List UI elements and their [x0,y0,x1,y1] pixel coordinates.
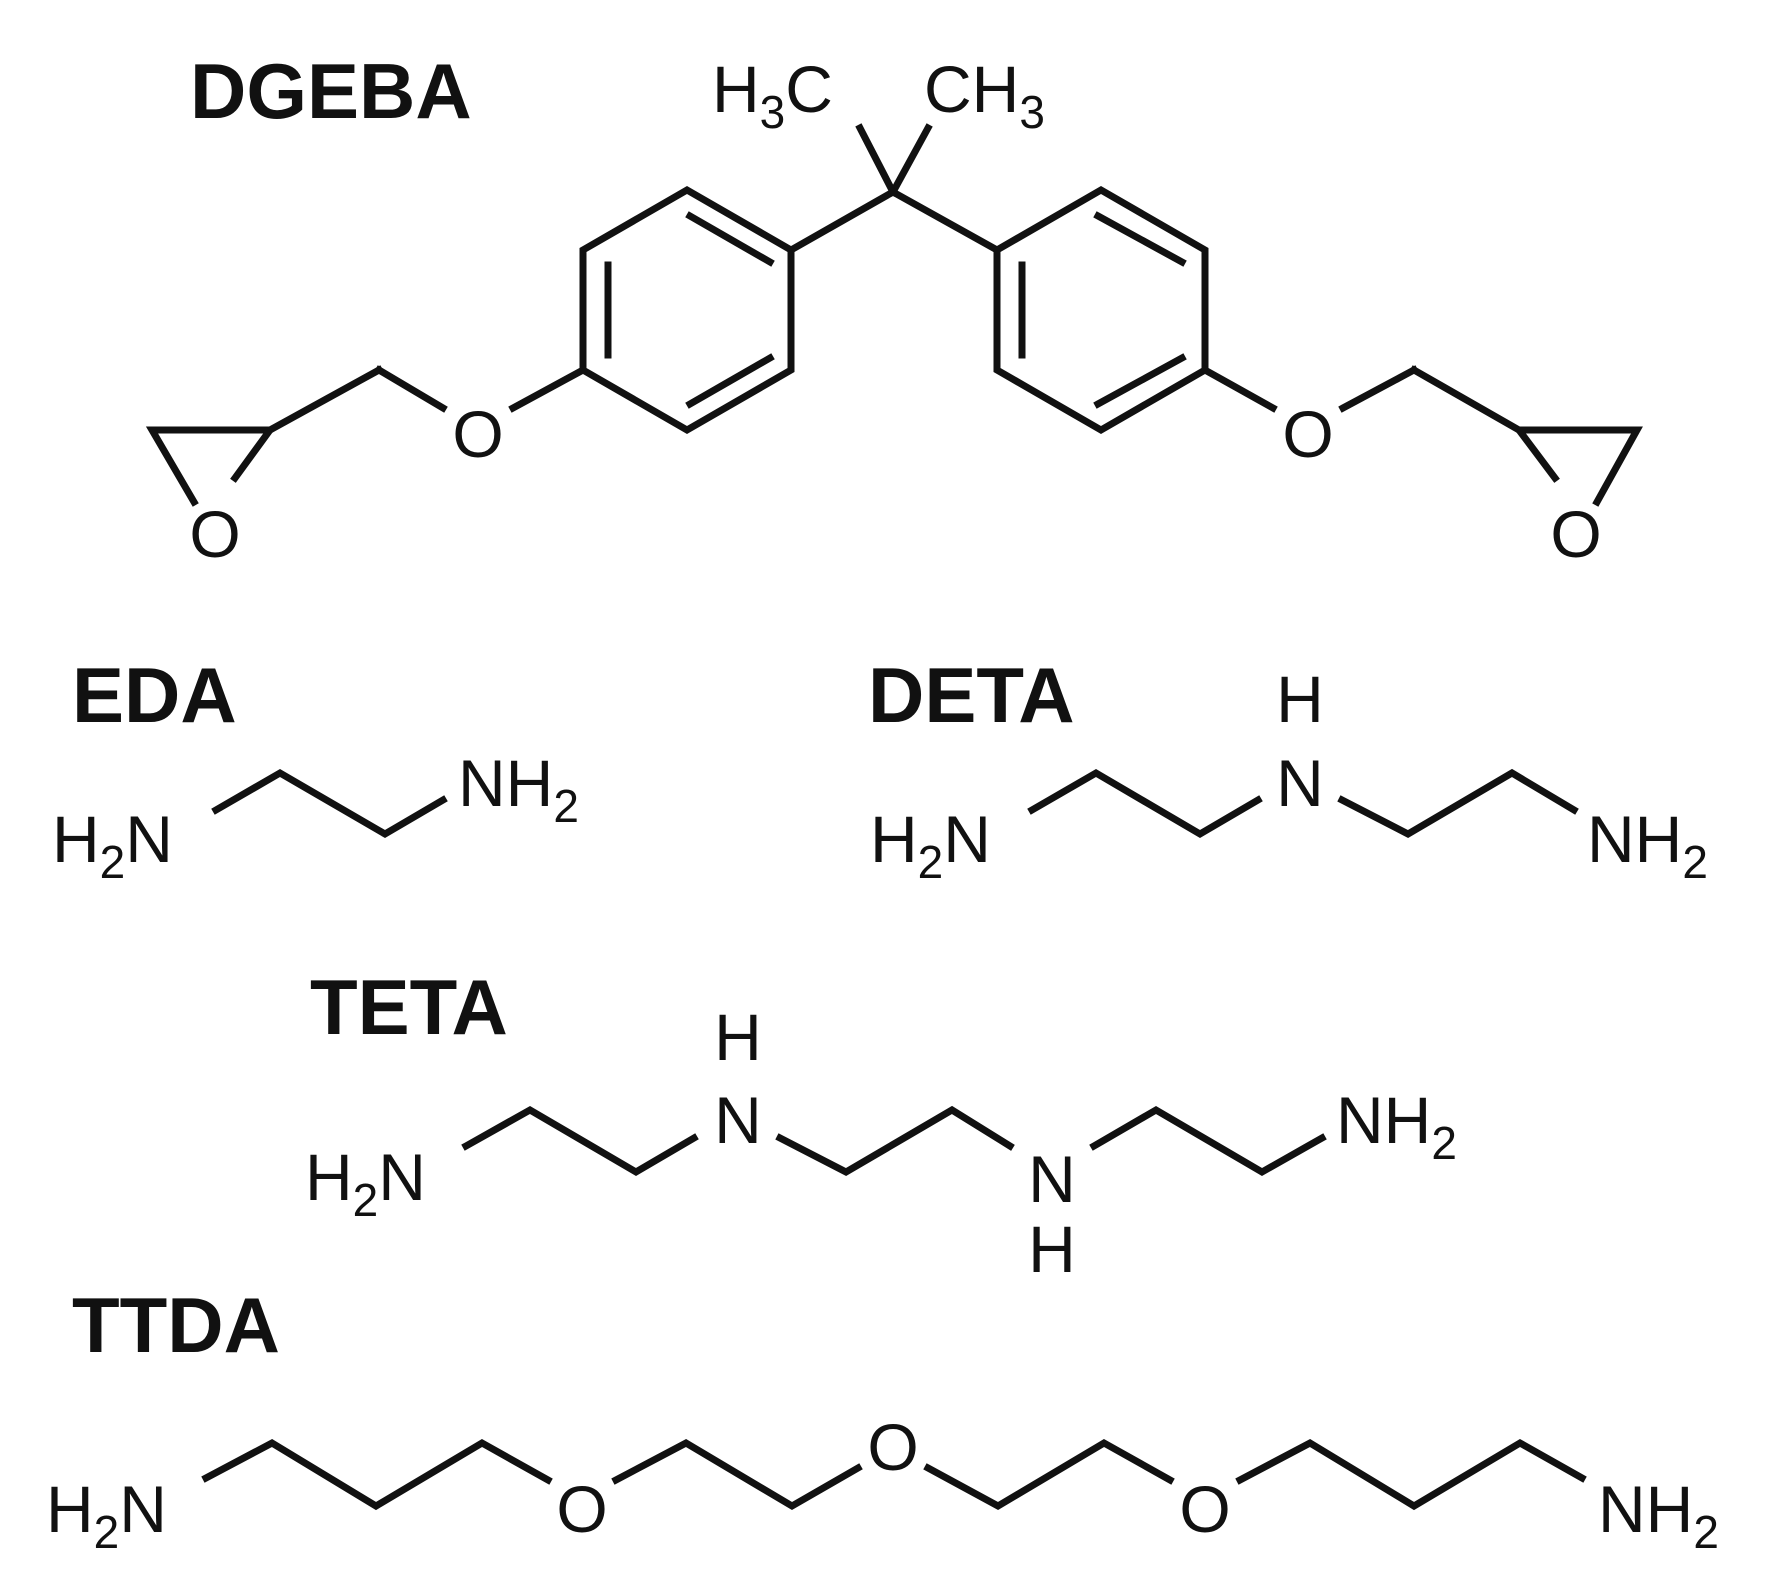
dgeba-bond-oxygen-ch2-left [374,365,448,413]
dgeba-bond-oxygen-ch2-right [1338,365,1419,413]
dgeba-bond-ring-left [786,187,898,255]
dgeba-benzene-right-double-3 [1093,353,1187,409]
ttda-oxygen-2: O [867,1410,918,1484]
deta-carbon-chain-right [1337,768,1579,838]
ttda-propyl-chain-left [201,1438,553,1511]
teta-nh2-hydrogen: H [1028,1212,1076,1286]
ttda-nh2-label: NH2 [1598,1472,1719,1558]
deta-nh2-label: NH2 [1587,802,1708,888]
dgeba-bond-ring-oxygen-right [1200,365,1278,413]
teta-carbon-chain-1 [461,1105,699,1177]
ttda-structure: TTDA H2N O O O NH2 [46,1281,1719,1558]
teta-structure: TETA H2N H N N H NH2 [305,963,1457,1286]
dgeba-h3c-label: H3C [712,52,833,138]
teta-title: TETA [310,963,508,1051]
eda-nh2-label: NH2 [458,746,579,832]
teta-h2n-label: H2N [305,1140,426,1226]
dgeba-benzene-left-double-1 [685,211,775,267]
deta-title: DETA [868,651,1075,739]
dgeba-epoxide-oxygen-left: O [189,497,240,571]
dgeba-bond-ring-oxygen-left [508,365,588,413]
ttda-propyl-chain-right [1235,1438,1587,1511]
dgeba-epoxide-oxygen-right: O [1550,497,1601,571]
dgeba-bond-methyl-right [888,123,933,197]
ttda-ethylene-2 [923,1438,1175,1511]
dgeba-title: DGEBA [190,47,472,135]
dgeba-bond-ch2-epoxide-right [1409,365,1524,435]
dgeba-ether-oxygen-right: O [1282,397,1333,471]
dgeba-benzene-right [993,185,1209,435]
dgeba-benzene-left-double-3 [685,353,775,409]
teta-nh1-nitrogen: N [714,1083,762,1157]
deta-nh-hydrogen: H [1276,662,1324,736]
teta-nh2-nitrogen: N [1028,1142,1076,1216]
eda-h2n-label: H2N [52,802,173,888]
dgeba-bond-ring-right [888,187,1002,255]
dgeba-epoxide-ring-right [1512,426,1643,507]
teta-carbon-chain-3 [1089,1105,1327,1177]
deta-structure: DETA H2N H N NH2 [868,651,1708,888]
dgeba-ch3-label: CH3 [924,52,1045,138]
dgeba-bond-methyl-left [855,123,898,197]
dgeba-benzene-right-double-1 [1093,211,1187,267]
teta-nh2-label: NH2 [1336,1083,1457,1169]
teta-carbon-chain-2 [775,1105,1015,1176]
deta-nh-nitrogen: N [1276,746,1324,820]
teta-nh1-hydrogen: H [714,1000,762,1074]
ttda-oxygen-3: O [1179,1472,1230,1546]
eda-carbon-chain [211,768,448,839]
eda-title: EDA [72,651,237,739]
ttda-oxygen-1: O [556,1472,607,1546]
dgeba-structure: DGEBA H3C CH3 O O O O [145,47,1643,571]
ttda-h2n-label: H2N [46,1472,167,1558]
deta-carbon-chain-left [1027,768,1263,839]
dgeba-bond-ch2-epoxide-left [265,365,384,435]
eda-structure: EDA H2N NH2 [52,651,579,888]
ttda-ethylene-1 [611,1438,863,1511]
dgeba-benzene-left [579,185,795,435]
dgeba-ether-oxygen-left: O [452,397,503,471]
dgeba-epoxide-ring-left [145,426,277,507]
deta-h2n-label: H2N [870,802,991,888]
ttda-title: TTDA [72,1281,280,1369]
